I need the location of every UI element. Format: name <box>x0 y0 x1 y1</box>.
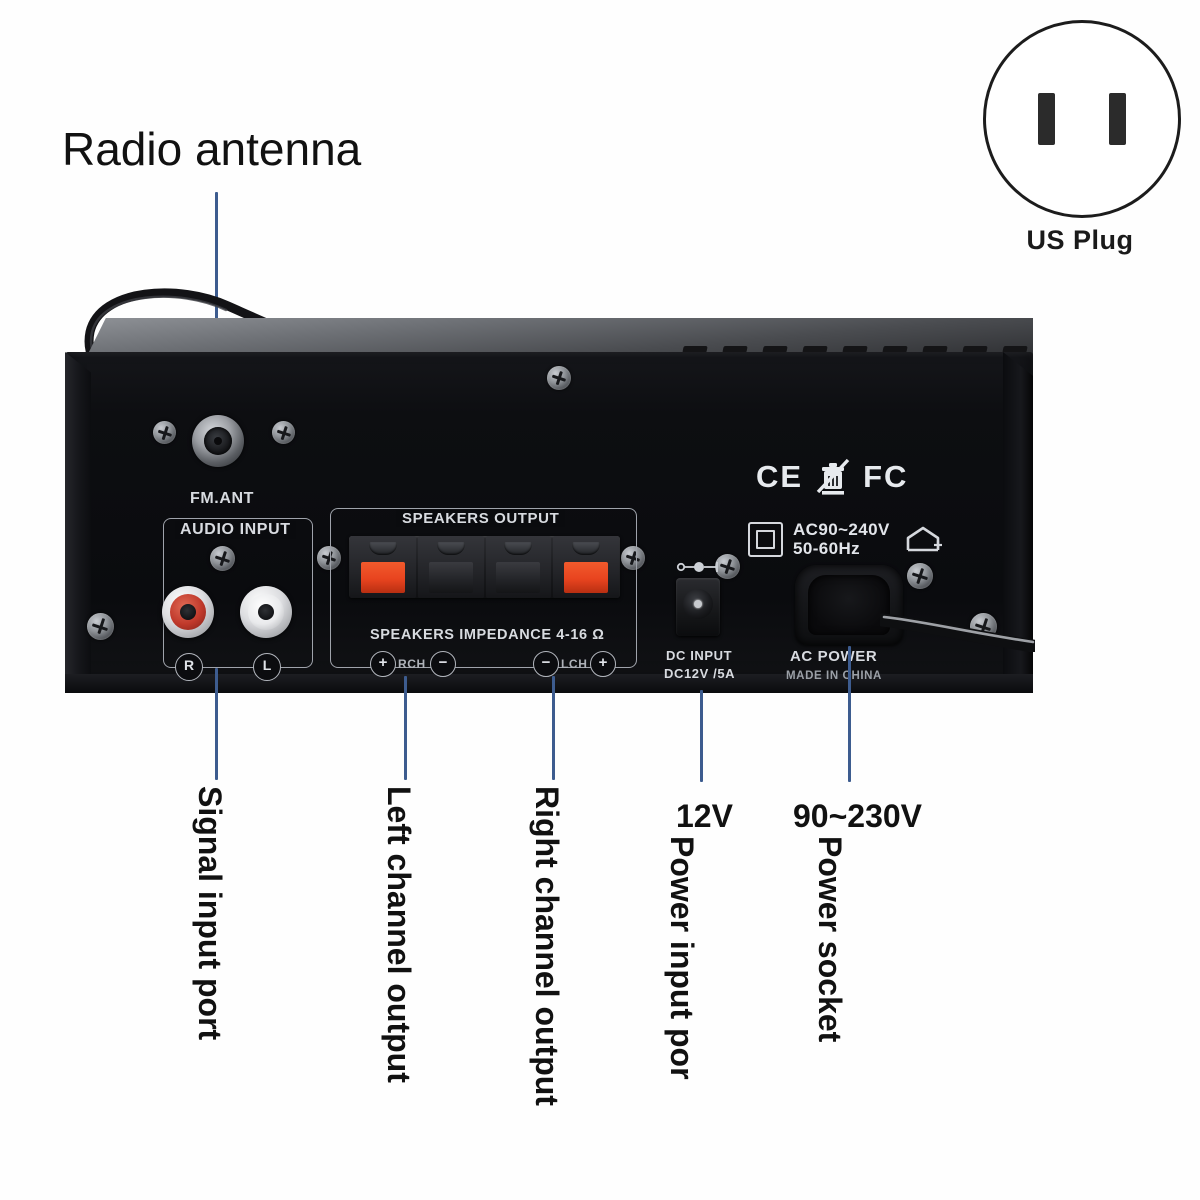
chassis-screw-bottom-right <box>970 613 997 640</box>
us-plug-icon <box>983 20 1181 218</box>
weee-bin-icon <box>816 458 850 495</box>
ac-power-socket[interactable] <box>795 565 903 645</box>
certification-marks: CE FC <box>756 458 908 496</box>
fm-ant-label: FM.ANT <box>190 490 255 507</box>
us-plug-label: US Plug <box>1026 225 1134 255</box>
callout-power-socket-voltage: 90~230V <box>793 798 923 834</box>
ac-power-socket-recess <box>808 575 890 635</box>
speaker-lever-4[interactable] <box>572 542 601 555</box>
speaker-marker-lch-minus: − <box>533 651 559 677</box>
fm-antenna-jack[interactable] <box>192 415 244 467</box>
speaker-lever-1[interactable] <box>368 542 397 555</box>
chassis-right-edge <box>1003 352 1033 693</box>
callout-signal-input-line <box>215 668 218 780</box>
speaker-terminal-2[interactable] <box>417 536 484 598</box>
class-II-double-insulation-icon <box>748 521 783 557</box>
speakers-impedance-label: SPEAKERS IMPEDANCE 4-16 Ω <box>370 627 605 643</box>
made-in-china-label: MADE IN CHINA <box>786 670 882 682</box>
speaker-channel-lch: LCH <box>561 657 588 671</box>
rca-left-marker: L <box>253 653 281 681</box>
callout-power-input-line <box>700 690 703 782</box>
dc-input-jack[interactable] <box>676 578 720 636</box>
rca-jack-right[interactable] <box>162 586 214 638</box>
callout-radio-antenna-label: Radio antenna <box>62 123 362 175</box>
rca-right-hole <box>180 604 196 620</box>
chassis-screw-fm-left <box>153 421 176 444</box>
ac-rating-voltage: AC90~240V <box>793 520 890 539</box>
rca-right-marker: R <box>175 653 203 681</box>
speaker-terminal-block[interactable] <box>349 536 620 598</box>
ce-mark: CE <box>756 459 804 494</box>
speaker-marker-rch-plus: + <box>370 651 396 677</box>
callout-right-channel-line <box>552 676 555 780</box>
ac-power-label: AC POWER <box>790 648 878 665</box>
speaker-marker-lch-plus: + <box>590 651 616 677</box>
chassis-screw-speakers-right <box>621 546 645 570</box>
dc-polarity-icon <box>676 562 718 572</box>
chassis-screw-ac-left <box>715 554 740 579</box>
house-indoor-use-icon <box>906 526 942 552</box>
chassis-left-edge <box>65 352 91 693</box>
callout-power-socket-line <box>848 646 851 782</box>
callout-power-input-voltage: 12V <box>676 798 733 834</box>
callout-signal-input-label: Signal input port <box>192 786 228 1041</box>
speaker-terminal-1[interactable] <box>350 536 416 598</box>
rca-left-hole <box>258 604 274 620</box>
chassis-screw-ac-right <box>907 563 933 589</box>
speaker-terminal-3[interactable] <box>485 536 552 598</box>
fcc-mark: FC <box>863 459 909 494</box>
chassis-screw-top-center <box>547 366 571 390</box>
speakers-output-label: SPEAKERS OUTPUT <box>396 510 566 527</box>
speaker-pad-4 <box>564 562 609 593</box>
speaker-pad-3 <box>496 562 541 593</box>
audio-input-group <box>163 518 313 668</box>
plug-prong-right <box>1109 93 1126 145</box>
ac-rating-frequency: 50-60Hz <box>793 539 861 559</box>
speaker-lever-3[interactable] <box>504 542 533 555</box>
speaker-pad-1 <box>360 562 405 593</box>
ac-rating-group: AC90~240V 50-60Hz <box>748 520 944 558</box>
chassis-bottom-lip <box>65 674 1033 693</box>
chassis-screw-bottom-left <box>87 613 114 640</box>
speaker-pad-2 <box>428 562 473 593</box>
dc-input-spec: DC12V /5A <box>664 666 736 681</box>
callout-power-input-label: Power input por <box>664 836 700 1080</box>
speaker-terminal-4[interactable] <box>553 536 619 598</box>
us-plug-badge: US Plug <box>975 20 1185 270</box>
rca-jack-left[interactable] <box>240 586 292 638</box>
speaker-channel-rch: RCH <box>398 657 426 671</box>
audio-input-label: AUDIO INPUT <box>175 521 296 539</box>
speaker-marker-rch-minus: − <box>430 651 456 677</box>
speaker-lever-2[interactable] <box>436 542 465 555</box>
callout-left-channel-label: Left channel output <box>381 786 417 1083</box>
chassis-screw-fm-right <box>272 421 295 444</box>
chassis-screw-speakers-left <box>317 546 341 570</box>
plug-prong-left <box>1038 93 1055 145</box>
callout-right-channel-label: Right channel output <box>529 786 565 1106</box>
dc-input-jack-pin <box>694 600 702 608</box>
speakers-output-group <box>330 508 637 668</box>
callout-power-socket-label: Power socket <box>812 836 848 1043</box>
dc-input-label: DC INPUT <box>666 648 733 663</box>
callout-left-channel-line <box>404 676 407 780</box>
fm-antenna-jack-pin <box>214 437 222 445</box>
audio-input-screw <box>210 546 235 571</box>
